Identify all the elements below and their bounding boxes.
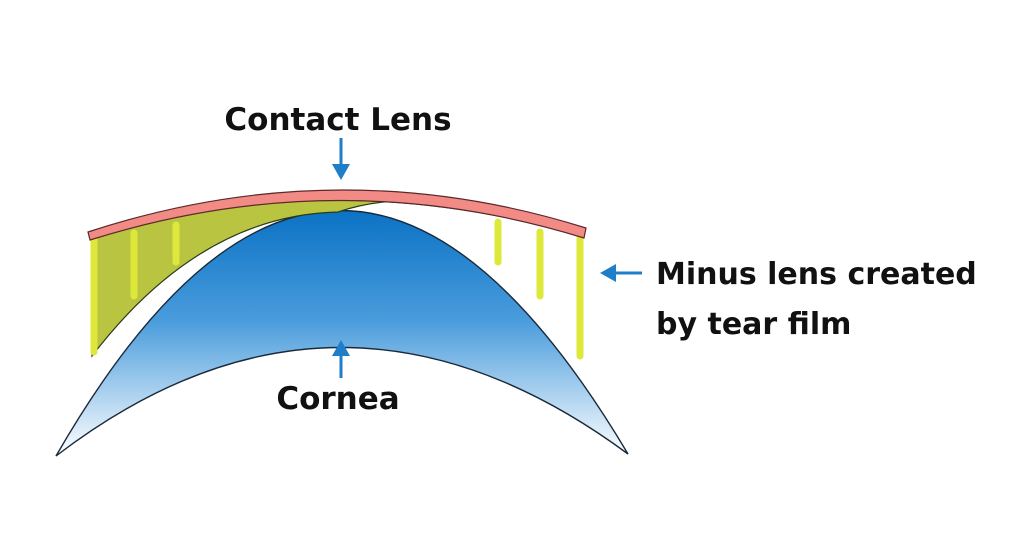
cornea-label: Cornea [276,381,399,417]
arrows [332,138,642,378]
contact-lens-shape [87,189,587,241]
minus-lens-label-line1: Minus lens created [656,257,977,292]
contact-lens-arrow [332,138,350,180]
minus-lens-arrow [600,264,642,282]
contact-lens-label: Contact Lens [224,102,451,138]
cornea-shape [55,210,629,457]
minus-lens-label-line2: by tear film [656,307,851,342]
tear-film-markers [90,218,584,360]
cornea-arrow [332,340,350,378]
